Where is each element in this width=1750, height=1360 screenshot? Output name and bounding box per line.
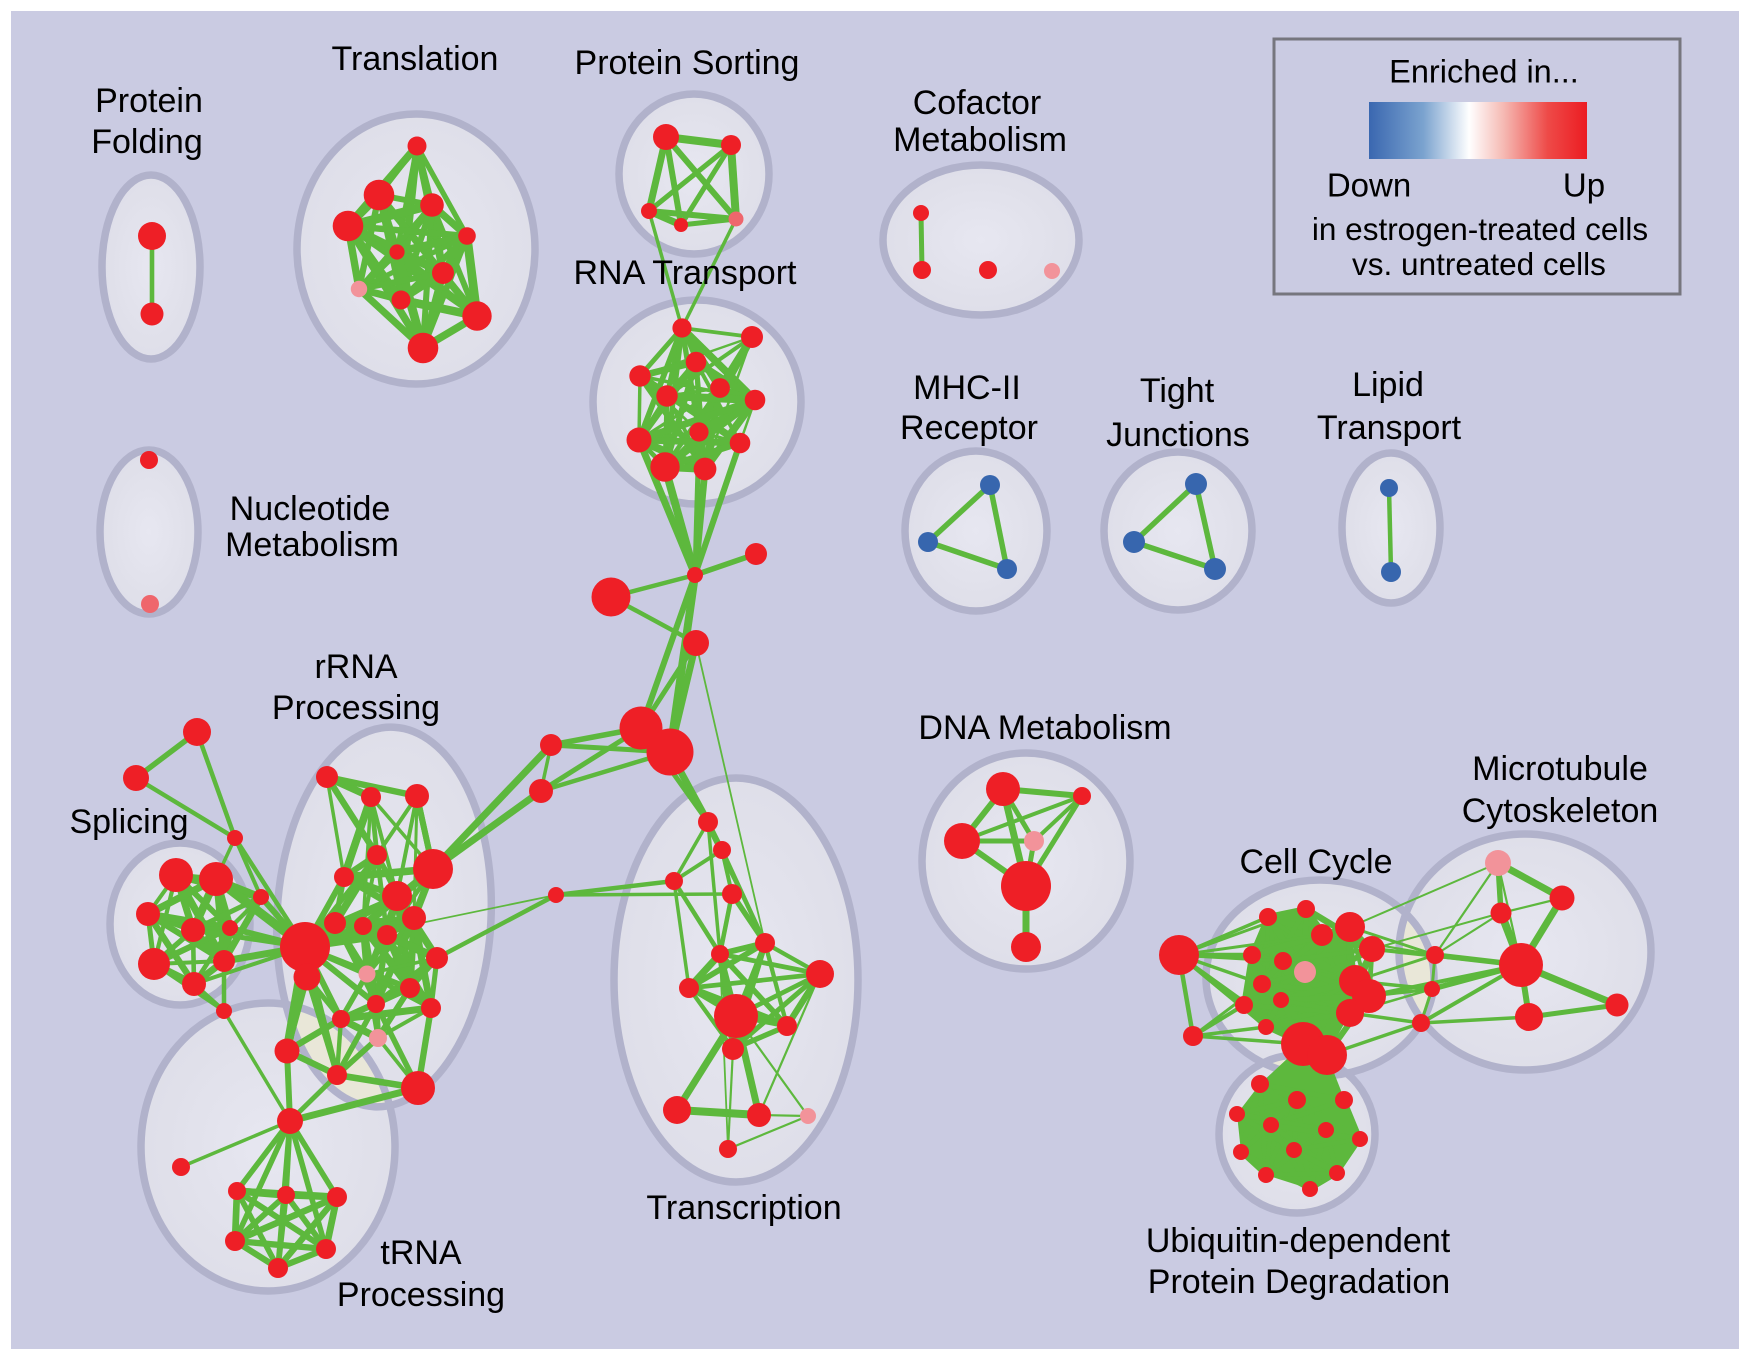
svg-text:Transcription: Transcription <box>646 1189 841 1227</box>
svg-text:MHC-II: MHC-II <box>913 369 1021 407</box>
svg-text:tRNA: tRNA <box>380 1234 462 1272</box>
svg-text:Protein Degradation: Protein Degradation <box>1148 1263 1450 1301</box>
svg-text:RNA Transport: RNA Transport <box>574 254 798 292</box>
svg-text:vs. untreated cells: vs. untreated cells <box>1352 246 1606 282</box>
svg-text:Nucleotide: Nucleotide <box>230 490 391 528</box>
svg-text:Microtubule: Microtubule <box>1472 750 1648 788</box>
svg-text:Cytoskeleton: Cytoskeleton <box>1462 792 1659 830</box>
svg-text:Metabolism: Metabolism <box>225 526 399 564</box>
svg-text:Translation: Translation <box>332 40 499 78</box>
svg-text:Protein: Protein <box>95 82 203 120</box>
svg-text:Processing: Processing <box>337 1276 505 1314</box>
svg-text:in estrogen-treated cells: in estrogen-treated cells <box>1312 211 1648 247</box>
svg-text:Enriched in...: Enriched in... <box>1389 53 1579 89</box>
svg-text:Folding: Folding <box>91 123 203 161</box>
svg-text:Splicing: Splicing <box>69 803 188 841</box>
svg-text:Processing: Processing <box>272 689 440 727</box>
svg-text:DNA Metabolism: DNA Metabolism <box>918 709 1171 747</box>
svg-text:Ubiquitin-dependent: Ubiquitin-dependent <box>1146 1222 1451 1260</box>
svg-text:Lipid: Lipid <box>1352 366 1424 404</box>
svg-text:Up: Up <box>1563 167 1605 204</box>
svg-text:Cell Cycle: Cell Cycle <box>1239 843 1392 881</box>
svg-text:Protein Sorting: Protein Sorting <box>575 44 800 82</box>
svg-text:Transport: Transport <box>1317 409 1462 447</box>
svg-text:Junctions: Junctions <box>1106 416 1250 454</box>
svg-text:Down: Down <box>1327 167 1411 204</box>
svg-text:Receptor: Receptor <box>900 409 1038 447</box>
svg-text:Cofactor: Cofactor <box>913 84 1042 122</box>
svg-text:Metabolism: Metabolism <box>893 121 1067 159</box>
svg-text:rRNA: rRNA <box>314 648 397 686</box>
svg-text:Tight: Tight <box>1140 372 1215 410</box>
